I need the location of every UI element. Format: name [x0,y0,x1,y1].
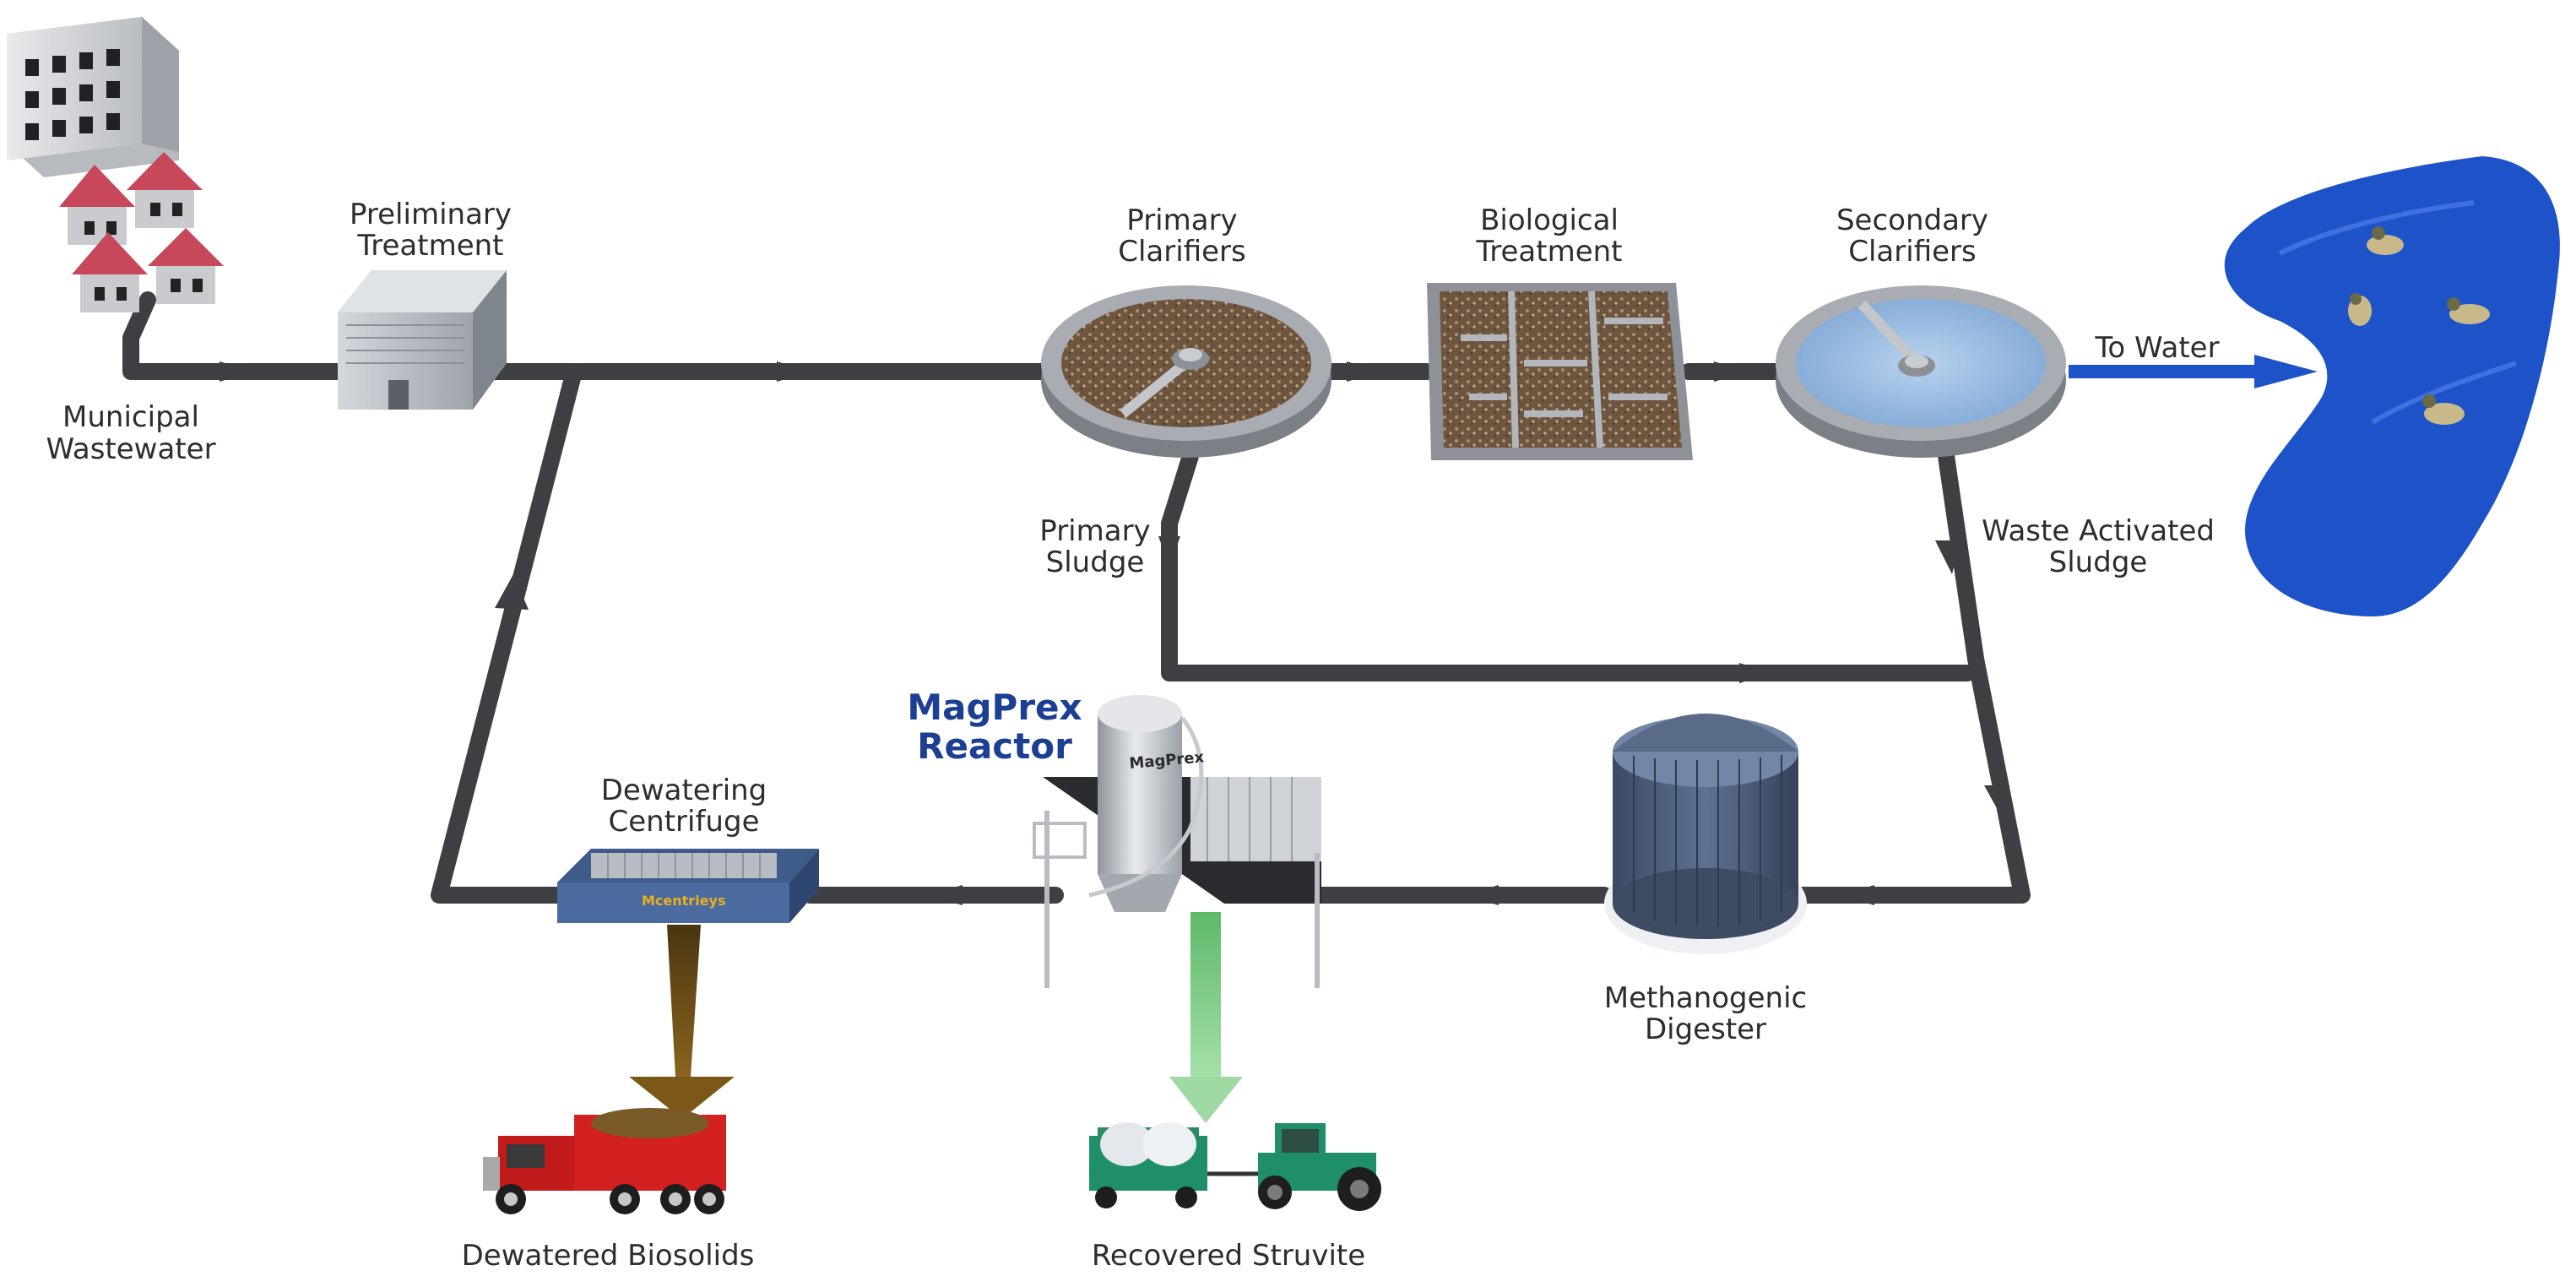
tractor-trailer-icon [1089,1122,1381,1211]
arrow-right-1 [220,361,253,382]
biological-treatment-basin [1427,283,1693,460]
secondary-clarifiers-label-1: Secondary [1836,204,1988,237]
biosolids-label: Dewatered Biosolids [462,1239,755,1273]
to-water-label: To Water [2094,331,2219,365]
arrow-down-primary-sludge [1158,536,1180,566]
primary-clarifier [1041,285,1331,458]
primary-sludge-label-1: Primary [1039,514,1150,548]
struvite-label: Recovered Struvite [1092,1239,1365,1273]
arrow-left-1 [1841,885,1874,905]
municipal-buildings [7,17,224,312]
dewatering-label-2: Centrifuge [609,805,760,839]
preliminary-label-2: Treatment [356,229,503,263]
struvite-arrow [1169,912,1243,1123]
preliminary-treatment-shed [338,270,507,410]
arrow-down-was-2 [1984,785,2009,819]
municipal-label-2: Wastewater [46,432,215,466]
arrow-left-2 [1465,885,1499,905]
duck-icon [2447,297,2490,324]
dump-truck-icon [483,1108,726,1214]
to-water-arrow [2069,355,2318,388]
preliminary-label-1: Preliminary [350,198,512,231]
arrow-down-was [1935,540,1960,574]
receiving-water-body [2224,156,2560,616]
biological-treatment-label-1: Biological [1480,204,1619,237]
primary-clarifiers-label-2: Clarifiers [1118,235,1245,269]
arrow-left-3 [929,885,963,905]
centrifuge-brand: Mcentrieys [642,893,725,909]
duck-icon [2348,293,2372,326]
pipe-arrows [220,361,2009,905]
arrow-right-4 [1714,361,1748,382]
biosolids-arrow [629,925,735,1119]
magprex-title-2: Reactor [917,725,1072,767]
dewatering-label-1: Dewatering [601,774,767,807]
arrow-right-2 [777,361,811,382]
magprex-title-1: MagPrex [907,687,1082,728]
secondary-clarifiers-label-2: Clarifiers [1848,235,1976,269]
secondary-clarifier [1776,285,2066,458]
duck-icons [2348,226,2490,425]
arrow-up-left [495,574,529,610]
waste-activated-sludge-label-1: Waste Activated [1982,514,2215,548]
primary-sludge-label-2: Sludge [1046,546,1145,579]
waste-activated-sludge-label-2: Sludge [2049,546,2148,579]
digester-label-2: Digester [1645,1013,1766,1046]
methanogenic-digester [1604,714,1807,954]
arrow-right-sludge [1739,663,1773,683]
digester-label-1: Methanogenic [1604,981,1808,1015]
biological-treatment-label-2: Treatment [1475,235,1622,269]
primary-clarifiers-label-1: Primary [1126,204,1237,237]
dewatering-centrifuge [557,849,819,923]
magprex-reactor [1033,695,1321,988]
duck-icon [2367,226,2404,255]
municipal-label-1: Municipal [62,400,199,434]
duck-icon [2422,394,2465,425]
arrow-right-3 [1347,361,1380,382]
